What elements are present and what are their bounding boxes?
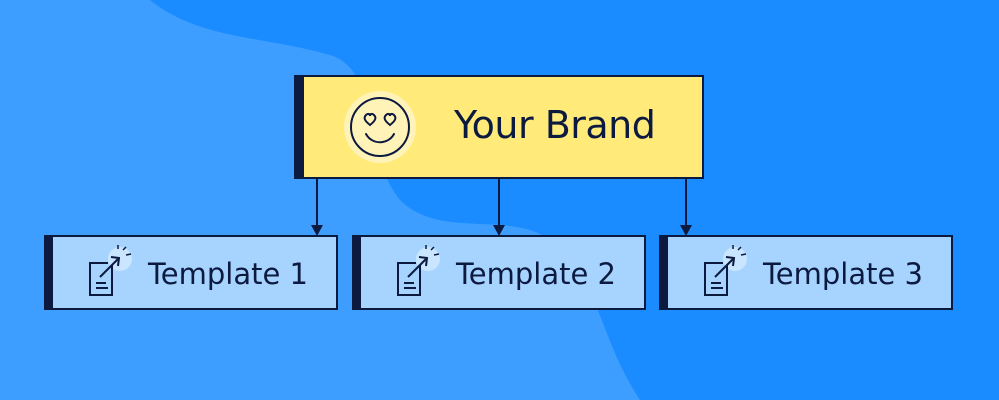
- document-edit-icon: [397, 245, 440, 296]
- brand-title: Your Brand: [454, 103, 656, 147]
- heart-eyes-smiley-icon: [344, 91, 416, 163]
- template-node-2: Template 2: [352, 235, 646, 310]
- template-label-2: Template 2: [456, 257, 616, 291]
- document-edit-icon: [89, 245, 132, 296]
- template-node-1: Template 1: [44, 235, 338, 310]
- brand-node: Your Brand: [294, 75, 704, 179]
- template-label-3: Template 3: [763, 257, 923, 291]
- document-edit-icon: [704, 245, 747, 296]
- template-label-1: Template 1: [148, 257, 308, 291]
- template-node-3: Template 3: [659, 235, 953, 310]
